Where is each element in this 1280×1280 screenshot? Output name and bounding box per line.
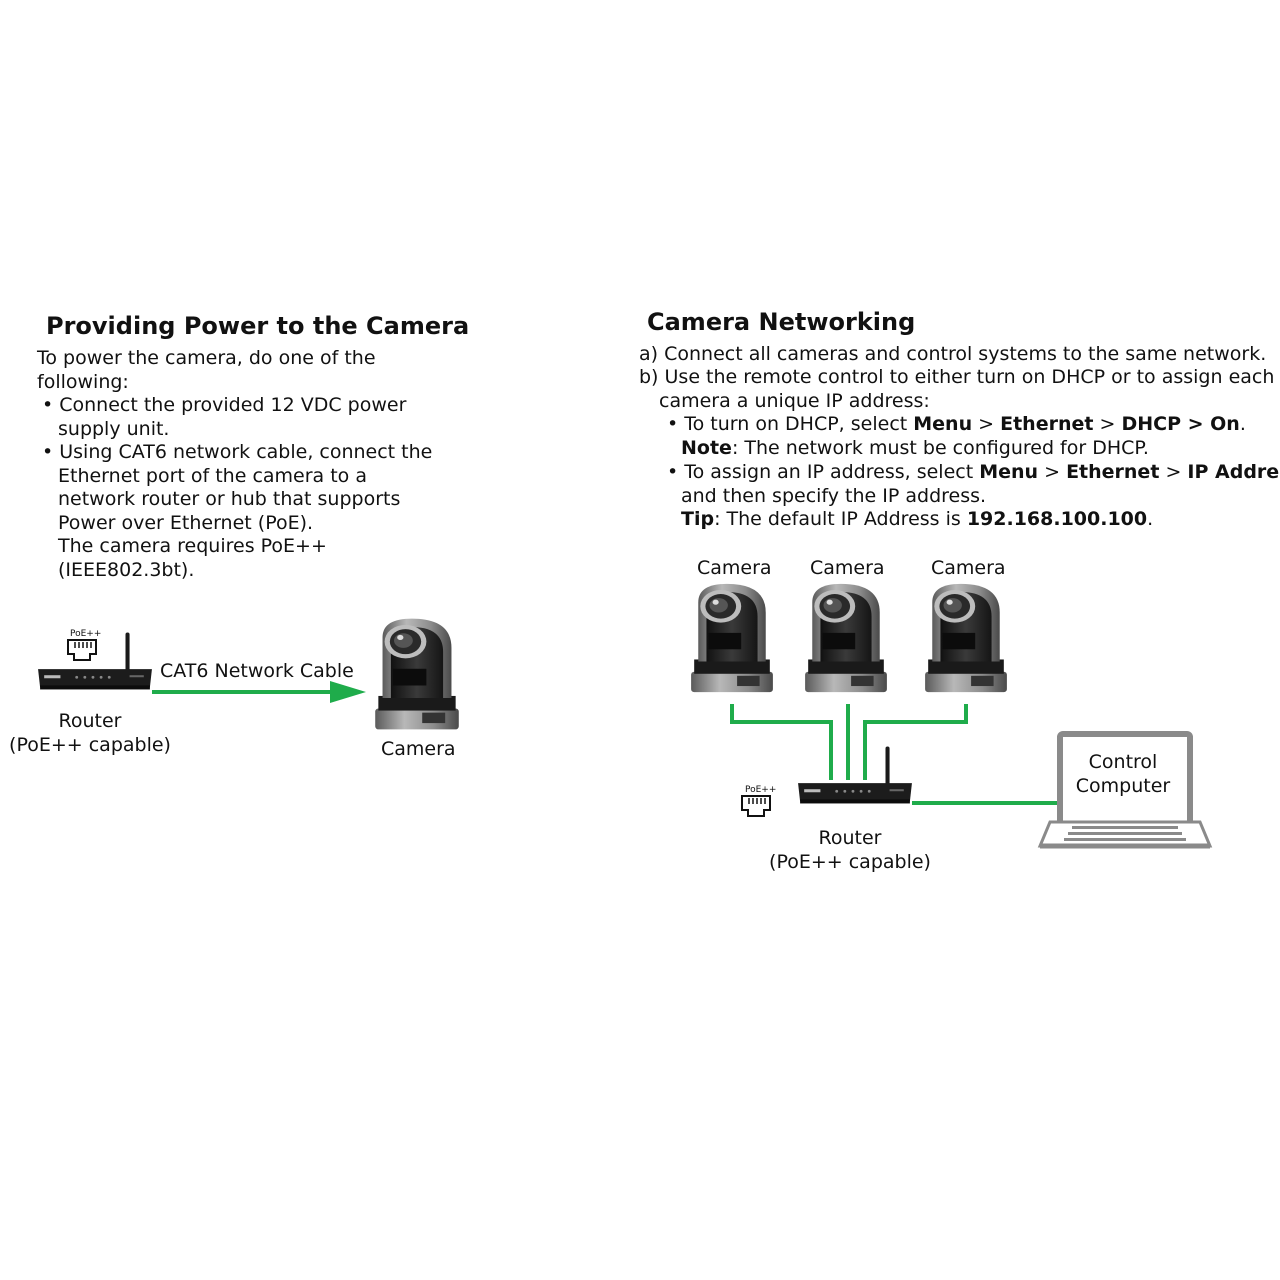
tip-label: Tip — [681, 508, 715, 530]
right-camera-label-2: Camera — [810, 557, 885, 579]
computer-label-line-2: Computer — [1075, 774, 1171, 797]
dhcp-menu: Menu — [913, 413, 973, 435]
networking-step-b-line-2: camera a unique IP address: — [659, 389, 930, 412]
tip-ip-value: 192.168.100.100 — [966, 508, 1148, 530]
left-rj45-icon — [67, 639, 97, 661]
left-router-label-line-1: Router — [58, 710, 122, 732]
power-bullet-1-line-2: supply unit. — [58, 417, 170, 440]
right-network-cables — [730, 704, 1058, 805]
networking-step-b-line-1: b) Use the remote control to either turn… — [639, 366, 1275, 388]
dhcp-sep-2: > — [1093, 413, 1122, 435]
cable-camera-1 — [730, 704, 833, 780]
right-camera-label-3: Camera — [931, 557, 1006, 579]
power-bullet-1-line-1: • Connect the provided 12 VDC power — [42, 394, 407, 416]
ip-sep-1: > — [1038, 461, 1067, 483]
right-camera-icon-2 — [805, 583, 887, 693]
dhcp-prefix: • To turn on DHCP, select — [667, 413, 914, 435]
dhcp-sep-1: > — [972, 413, 1001, 435]
ip-instructions: • To assign an IP address, select Menu >… — [667, 461, 1280, 532]
networking-step-a: a) Connect all cameras and control syste… — [639, 343, 1267, 365]
left-camera-icon — [375, 618, 459, 730]
right-poe-tag: PoE++ — [745, 785, 777, 795]
power-bullet-2-line-5: The camera requires PoE++ — [58, 535, 327, 557]
power-intro-line-2: following: — [37, 370, 129, 393]
left-cable-arrowhead — [330, 681, 366, 703]
laptop-icon — [1037, 731, 1213, 849]
power-bullet-2: • Using CAT6 network cable, connect the … — [42, 441, 432, 582]
tip-end: . — [1147, 508, 1154, 530]
power-bullet-2-line-3: network router or hub that supports — [58, 488, 401, 510]
dhcp-line: • To turn on DHCP, select Menu > Etherne… — [667, 413, 1246, 437]
ip-prefix: • To assign an IP address, select — [667, 461, 980, 483]
right-camera-label-1: Camera — [697, 557, 772, 579]
right-router-label-line-1: Router — [818, 827, 882, 849]
ip-sep-2: > — [1159, 461, 1188, 483]
cable-camera-3 — [863, 704, 968, 780]
right-camera-icon-1 — [691, 583, 773, 693]
section-title-networking: Camera Networking — [647, 308, 916, 336]
power-bullet-2-line-4: Power over Ethernet (PoE). — [58, 511, 314, 534]
ip-line: • To assign an IP address, select Menu >… — [667, 461, 1280, 485]
left-cable-label: CAT6 Network Cable — [160, 660, 354, 682]
left-camera-label: Camera — [381, 738, 456, 760]
ip-menu: Menu — [979, 461, 1039, 483]
power-bullet-1: • Connect the provided 12 VDC power supp… — [42, 394, 406, 441]
dhcp-on: DHCP > On — [1121, 413, 1240, 435]
left-router-label-line-2: (PoE++ capable) — [9, 733, 171, 756]
right-rj45-icon — [741, 795, 771, 817]
note-label: Note — [681, 436, 732, 459]
ip-line-2: and then specify the IP address. — [681, 484, 987, 507]
right-router-icon — [798, 749, 912, 804]
ip-ethernet: Ethernet — [1066, 461, 1160, 483]
ip-tip: Tip: The default IP Address is 192.168.1… — [667, 508, 1280, 532]
dhcp-ethernet: Ethernet — [1000, 413, 1094, 435]
tip-text: : The default IP Address is — [714, 508, 967, 530]
power-intro: To power the camera, do one of the follo… — [37, 347, 376, 394]
dhcp-suffix: . — [1239, 413, 1246, 435]
note-text: : The network must be configured for DHC… — [731, 436, 1149, 459]
networking-step-b: b) Use the remote control to either turn… — [639, 366, 1274, 413]
computer-label-line-1: Control — [1088, 751, 1158, 773]
left-poe-tag: PoE++ — [70, 629, 102, 639]
power-intro-line-1: To power the camera, do one of the — [37, 347, 376, 369]
left-router-label: Router (PoE++ capable) — [0, 710, 180, 757]
power-bullet-2-line-2: Ethernet port of the camera to a — [58, 464, 367, 487]
dhcp-instructions: • To turn on DHCP, select Menu > Etherne… — [667, 413, 1246, 460]
power-bullet-2-line-1: • Using CAT6 network cable, connect the — [42, 441, 433, 463]
right-router-label-line-2: (PoE++ capable) — [769, 850, 931, 873]
dhcp-note: Note: The network must be configured for… — [667, 437, 1246, 461]
computer-label: Control Computer — [1063, 751, 1183, 798]
power-bullet-2-line-6: (IEEE802.3bt). — [58, 558, 195, 581]
ip-address-option: IP Address — [1187, 461, 1280, 483]
section-title-power: Providing Power to the Camera — [46, 312, 470, 340]
right-router-label: Router (PoE++ capable) — [760, 827, 940, 874]
right-camera-icon-3 — [925, 583, 1007, 693]
